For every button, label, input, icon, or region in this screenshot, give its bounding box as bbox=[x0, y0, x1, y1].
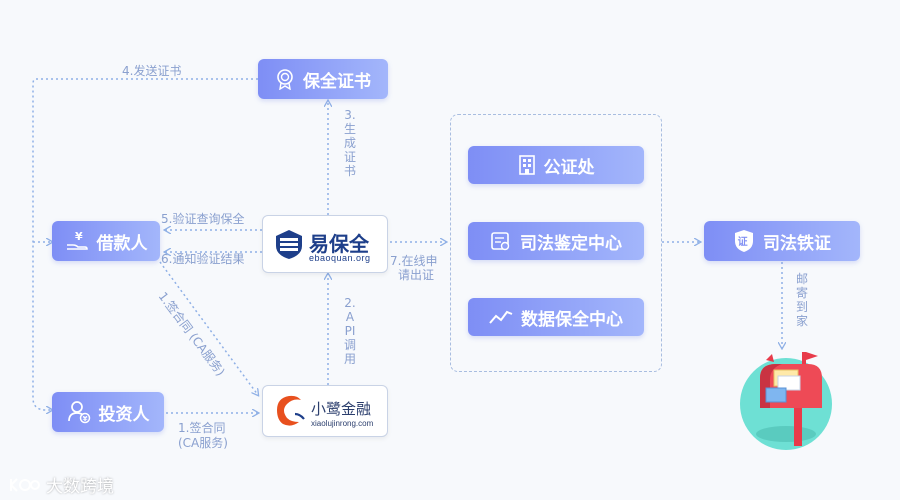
judicial-center-node[interactable]: 司法鉴定中心 bbox=[468, 222, 644, 260]
investor-label: 投资人 bbox=[98, 404, 150, 425]
notary-office-label: 公证处 bbox=[543, 157, 595, 178]
mailbox-illustration bbox=[740, 352, 832, 450]
notary-office-node[interactable]: 公证处 bbox=[468, 146, 644, 184]
notify-result-label: 6.通知验证结果 bbox=[161, 252, 245, 266]
egret-logo-icon bbox=[277, 395, 305, 426]
judicial-proof-node[interactable]: 证 司法铁证 bbox=[704, 221, 860, 261]
svg-text:¥: ¥ bbox=[82, 415, 87, 423]
judicial-center-label: 司法鉴定中心 bbox=[520, 233, 622, 254]
judicial-institutions-group bbox=[450, 114, 662, 372]
data-center-node[interactable]: 数据保全中心 bbox=[468, 298, 644, 336]
certificate-label: 保全证书 bbox=[303, 71, 371, 92]
sign-contract-investor-label-line1: 1.签合同 bbox=[178, 421, 226, 435]
send-certificate-label: 4.发送证书 bbox=[122, 64, 182, 78]
svg-text:证: 证 bbox=[738, 236, 748, 248]
edge-send-certificate bbox=[32, 78, 258, 410]
edge-sign-contract-borrower bbox=[159, 261, 258, 395]
data-center-label: 数据保全中心 bbox=[521, 309, 623, 330]
ebaoquan-domain: ebaoquan.org bbox=[309, 253, 371, 263]
online-apply-label-line1: 7.在线申 bbox=[390, 254, 438, 268]
investor-user-icon: ¥ bbox=[67, 400, 91, 424]
ebaoquan-logo-icon bbox=[276, 230, 302, 259]
watermark-logo-icon bbox=[10, 477, 40, 492]
api-call-label: 2.API调用 bbox=[343, 296, 356, 366]
watermark-text: 大数跨境 bbox=[46, 477, 114, 497]
borrower-node[interactable]: ¥ 借款人 bbox=[52, 221, 160, 261]
mail-home-label: 邮寄到家 bbox=[795, 272, 808, 328]
borrower-label: 借款人 bbox=[96, 233, 148, 254]
document-stamp-icon bbox=[490, 230, 512, 252]
xiaolu-logo-box[interactable]: 小鹭金融 xiaolujinrong.com bbox=[262, 385, 388, 437]
certificate-badge-icon bbox=[275, 68, 295, 90]
trend-line-icon bbox=[489, 308, 513, 326]
sign-contract-investor-label-line2: (CA服务) bbox=[178, 436, 228, 450]
investor-node[interactable]: ¥ 投资人 bbox=[52, 392, 164, 432]
ebaoquan-logo-box[interactable]: 易保全 ebaoquan.org bbox=[262, 215, 388, 273]
xiaolu-domain: xiaolujinrong.com bbox=[311, 419, 374, 428]
hand-money-icon: ¥ bbox=[65, 230, 89, 252]
xiaolu-name: 小鹭金融 bbox=[311, 400, 372, 418]
generate-certificate-label: 3.生成证书 bbox=[343, 108, 356, 178]
verify-query-label: 5.验证查询保全 bbox=[161, 212, 245, 226]
shield-certificate-icon: 证 bbox=[733, 229, 755, 253]
building-icon bbox=[518, 154, 536, 176]
judicial-proof-label: 司法铁证 bbox=[763, 233, 831, 254]
online-apply-label-line2: 请出证 bbox=[398, 268, 435, 282]
watermark: 大数跨境 bbox=[8, 472, 114, 497]
svg-text:¥: ¥ bbox=[75, 230, 83, 243]
certificate-node[interactable]: 保全证书 bbox=[258, 59, 388, 99]
ebaoquan-name: 易保全 bbox=[309, 232, 369, 256]
